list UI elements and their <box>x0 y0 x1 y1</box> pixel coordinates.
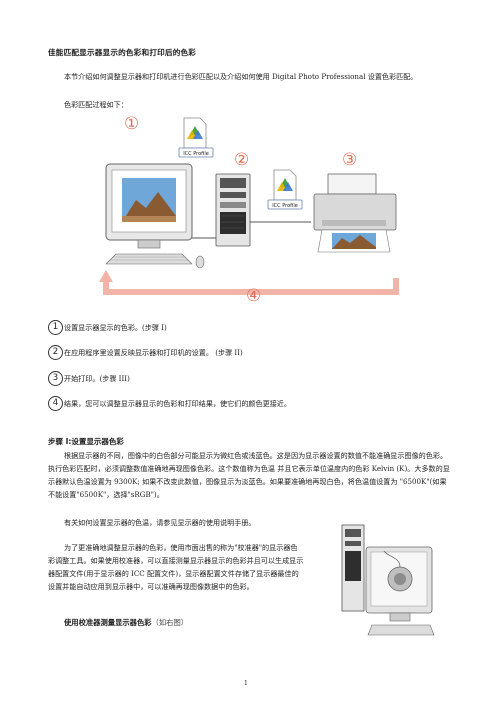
computer-tower <box>215 173 251 247</box>
icc-profile-icon-2 <box>267 169 303 210</box>
diagram-marker-1: ① <box>124 114 140 134</box>
step-item: 4 结果，您可以调整显示器显示的色彩和打印结果，使它们的颜色更接近。 <box>48 396 291 411</box>
step-item: 3 开始打印。(步骤 III) <box>48 371 130 386</box>
printer-illustration <box>313 173 397 253</box>
icc-label-2: ICC Profile <box>272 203 298 209</box>
calibrator-illustration <box>338 521 436 643</box>
step-number-badge: 3 <box>48 371 63 386</box>
step-text: 设置显示器显示的色彩。(步骤 I) <box>64 322 167 332</box>
color-matching-diagram: ICC Profile ICC Profile ① ② ③ ④ <box>96 112 408 312</box>
subsection-title: 使用校准器测量显示器色彩（如右图） <box>64 618 188 628</box>
subsection-note: （如右图） <box>151 618 189 627</box>
monitor-illustration <box>105 163 205 269</box>
calibrator-drawing <box>341 524 435 636</box>
section-title: 步骤 I:设置显示器色彩 <box>48 437 124 446</box>
diagram-marker-4: ④ <box>246 286 262 306</box>
step-text: 开始打印。(步骤 III) <box>64 373 130 383</box>
step-number-badge: 4 <box>48 396 63 411</box>
return-arrow <box>99 270 399 295</box>
help-note: 有关如何设置显示器的色温，请参见显示器的使用说明手册。 <box>64 518 256 527</box>
section-body: 根据显示器的不同，图像中的白色部分可能显示为微红色或浅蓝色。这是因为显示器设置的… <box>48 451 450 499</box>
icc-label-1: ICC Profile <box>183 151 209 157</box>
page-number: 1 <box>244 680 248 687</box>
flow-label: 色彩匹配过程如下： <box>64 100 128 109</box>
subsection-title-text: 使用校准器测量显示器色彩 <box>64 618 152 627</box>
step-text: 在应用程序里设置反映显示器和打印机的设置。 (步骤 II) <box>64 347 243 357</box>
step-item: 1 设置显示器显示的色彩。(步骤 I) <box>48 320 167 335</box>
diagram-marker-3: ③ <box>342 150 358 170</box>
intro-paragraph: 本节介绍如何调整显示器和打印机进行色彩匹配以及介绍如何使用 Digital Ph… <box>64 72 418 81</box>
step-number-badge: 1 <box>48 320 63 335</box>
step-item: 2 在应用程序里设置反映显示器和打印机的设置。 (步骤 II) <box>48 345 243 360</box>
page-title: 佳能匹配显示器显示的色彩和打印后的色彩 <box>48 48 197 57</box>
calibrator-paragraph: 为了更准确地调整显示器的色彩，使用市面出售的称为"校准器"的显示器色彩调整工具。… <box>48 543 304 591</box>
step-text: 结果，您可以调整显示器显示的色彩和打印结果，使它们的颜色更接近。 <box>64 398 291 408</box>
icc-profile-icon-1 <box>178 117 214 158</box>
diagram-marker-2: ② <box>234 150 250 170</box>
diagram-illustration: ICC Profile ICC Profile <box>99 117 399 295</box>
step-number-badge: 2 <box>48 345 63 360</box>
